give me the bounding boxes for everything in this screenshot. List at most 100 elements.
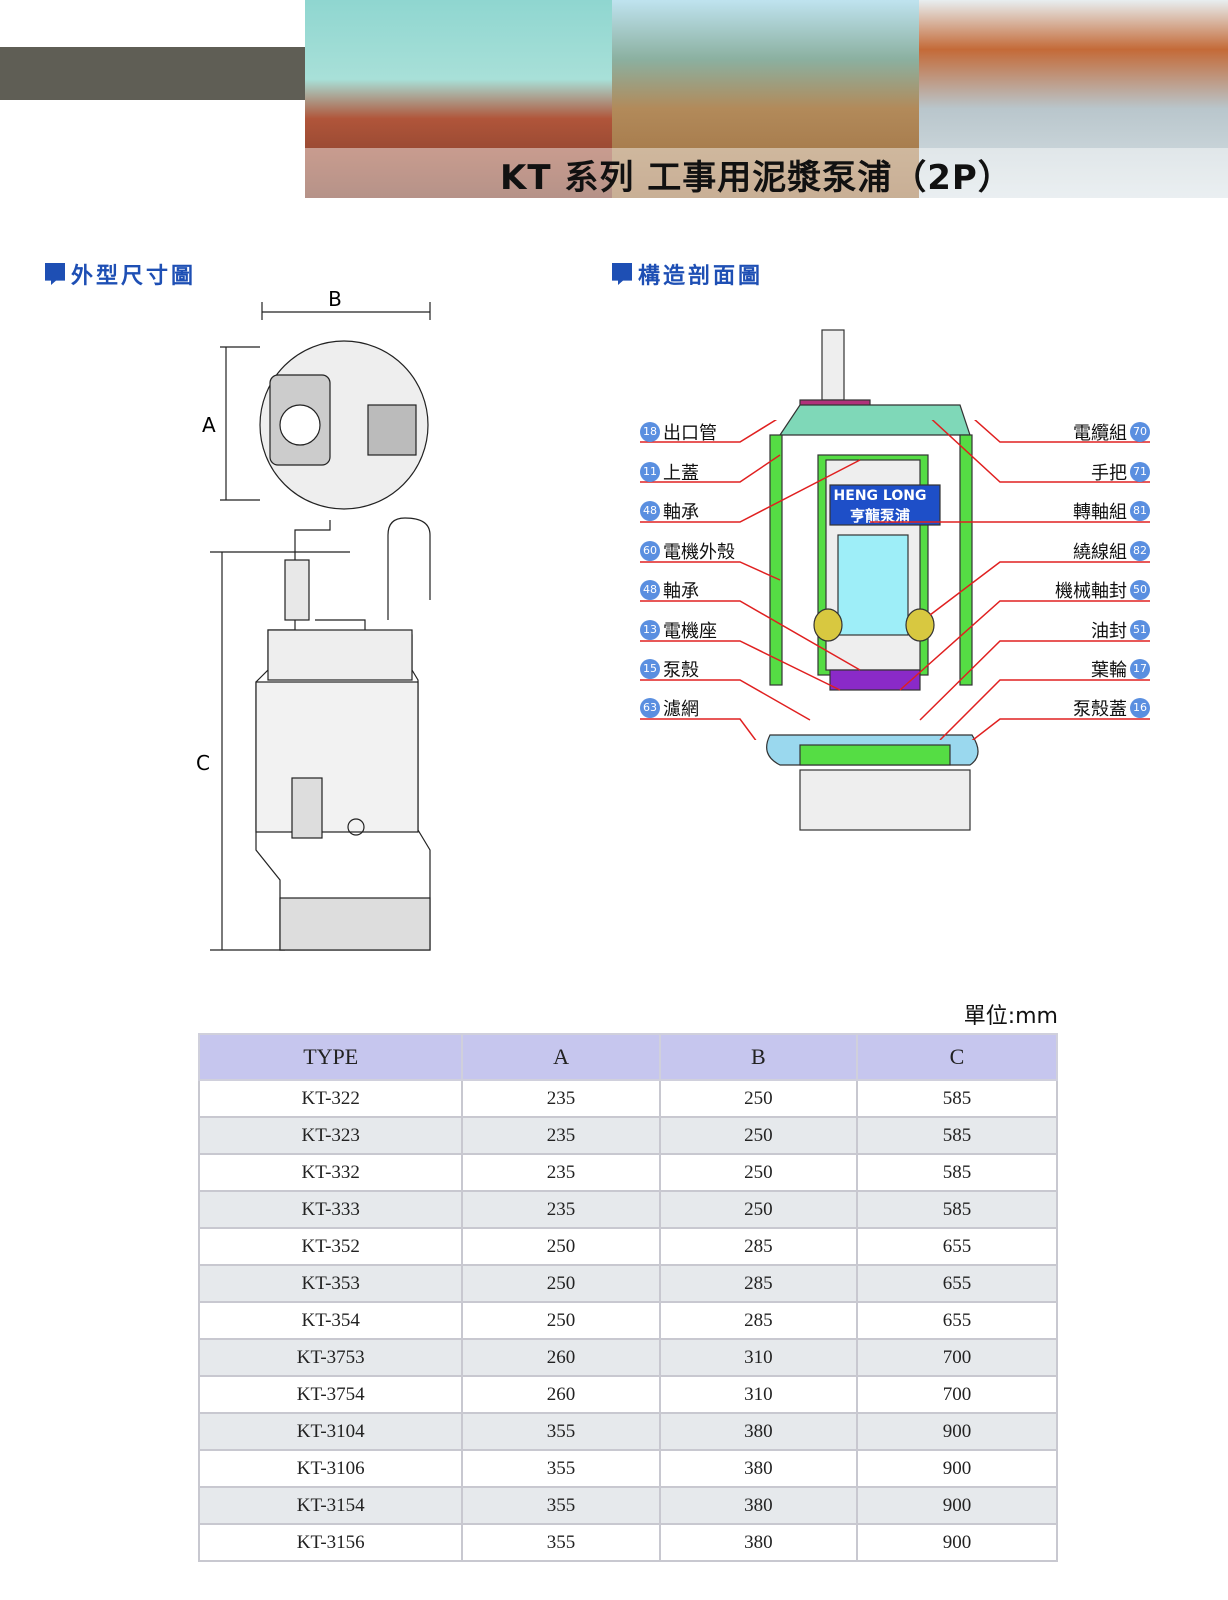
part-number-badge: 16 [1130, 698, 1150, 718]
column-header: B [658, 1033, 859, 1081]
table-cell: 900 [856, 1486, 1058, 1525]
table-cell: 250 [461, 1264, 661, 1303]
table-cell: 250 [461, 1301, 661, 1340]
table-cell: 355 [461, 1523, 661, 1562]
table-cell: 900 [856, 1523, 1058, 1562]
table-cell: 285 [658, 1227, 859, 1266]
photo-bridge-construction [919, 0, 1228, 198]
table-cell: 655 [856, 1301, 1058, 1340]
part-number-badge: 71 [1130, 462, 1150, 482]
dimension-c-label: C [196, 751, 210, 775]
table-cell: 900 [856, 1449, 1058, 1488]
table-cell: 380 [658, 1486, 859, 1525]
column-header: TYPE [197, 1033, 464, 1081]
table-cell: 900 [856, 1412, 1058, 1451]
part-name: 上蓋 [663, 463, 699, 484]
table-cell: 250 [461, 1227, 661, 1266]
part-name: 軸承 [663, 581, 699, 602]
part-number-badge: 70 [1130, 422, 1150, 442]
table-cell: 355 [461, 1412, 661, 1451]
part-name: 出口管 [663, 423, 717, 444]
part-number-badge: 13 [640, 620, 660, 640]
table-cell: KT-323 [197, 1116, 464, 1155]
title-strip [305, 148, 1228, 198]
table-cell: KT-353 [197, 1264, 464, 1303]
table-cell: 235 [461, 1190, 661, 1229]
part-number-badge: 15 [640, 659, 660, 679]
part-number-badge: 18 [640, 422, 660, 442]
table-cell: 655 [856, 1264, 1058, 1303]
section-dimension-heading: 外型尺寸圖 [45, 258, 196, 290]
table-cell: KT-354 [197, 1301, 464, 1340]
table-cell: 585 [856, 1190, 1058, 1229]
cross-section-drawing: HENG LONG 亨龍泵浦 [766, 329, 979, 831]
table-cell: KT-3154 [197, 1486, 464, 1525]
part-number-badge: 48 [640, 580, 660, 600]
part-name: 泵殼 [663, 660, 699, 681]
column-header: C [856, 1033, 1058, 1081]
leader-lines [640, 420, 1150, 740]
section-structure-heading: 構造剖面圖 [612, 258, 763, 290]
table-cell: 250 [658, 1116, 859, 1155]
header-bar [0, 47, 305, 100]
table-cell: KT-3106 [197, 1449, 464, 1488]
part-number-badge: 11 [640, 462, 660, 482]
bookmark-icon [45, 263, 65, 285]
part-name: 電機外殼 [663, 542, 735, 563]
page-title: KT 系列 工事用泥漿泵浦（2P） [500, 158, 1013, 198]
dimension-b-label: B [328, 290, 342, 311]
part-number-badge: 51 [1130, 620, 1150, 640]
part-name: 電機座 [663, 621, 717, 642]
table-cell: KT-352 [197, 1227, 464, 1266]
table-cell: 250 [658, 1153, 859, 1192]
part-number-badge: 17 [1130, 659, 1150, 679]
table-cell: KT-3754 [197, 1375, 464, 1414]
dimension-a-label: A [202, 413, 216, 437]
table-cell: 655 [856, 1227, 1058, 1266]
part-name: 機械軸封 [1055, 581, 1127, 602]
part-number-badge: 82 [1130, 541, 1150, 561]
section-title: 構造剖面圖 [638, 264, 764, 289]
table-cell: KT-3104 [197, 1412, 464, 1451]
table-cell: KT-322 [197, 1079, 464, 1118]
part-name: 濾網 [663, 699, 699, 720]
brand-logo-zh: 亨龍泵浦 [850, 507, 910, 525]
table-cell: 380 [658, 1449, 859, 1488]
dimension-drawing: B A C [196, 290, 431, 951]
table-cell: 585 [856, 1079, 1058, 1118]
bookmark-icon [612, 263, 632, 285]
part-name: 泵殼蓋 [1073, 699, 1127, 720]
table-cell: 285 [658, 1301, 859, 1340]
part-name: 軸承 [663, 502, 699, 523]
table-cell: 700 [856, 1338, 1058, 1377]
table-cell: 285 [658, 1264, 859, 1303]
part-name: 油封 [1091, 621, 1127, 642]
part-name: 電纜組 [1073, 423, 1127, 444]
part-name: 葉輪 [1091, 660, 1127, 681]
unit-label: 單位:mm [963, 1004, 1058, 1029]
table-cell: KT-3753 [197, 1338, 464, 1377]
part-number-badge: 81 [1130, 501, 1150, 521]
